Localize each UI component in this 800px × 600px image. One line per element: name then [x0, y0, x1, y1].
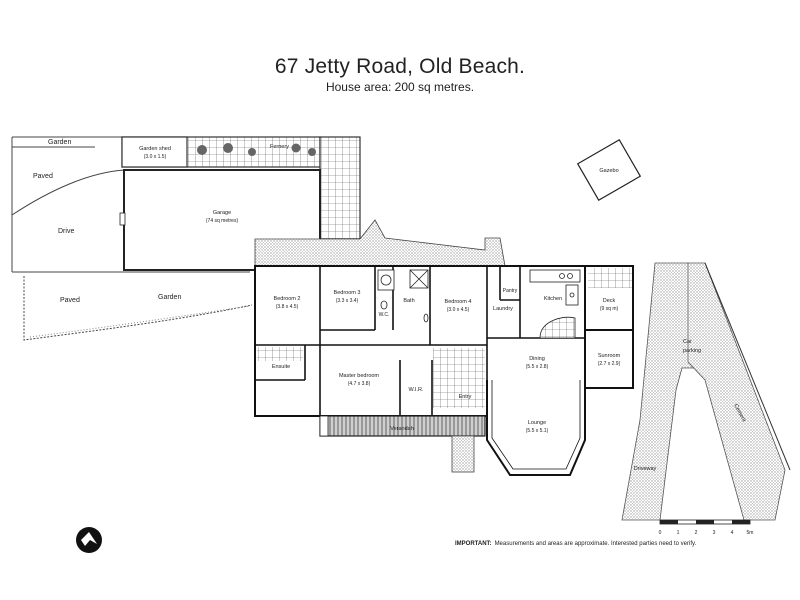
- ensuite-label: Ensuite: [272, 364, 290, 370]
- site-boundaries: [11, 136, 253, 341]
- scale-label-5: 5m: [747, 530, 754, 536]
- scale-label-2: 2: [695, 530, 698, 536]
- master-bedroom-label: Master bedroom: [339, 373, 379, 379]
- lounge-bay: [486, 380, 586, 476]
- scale-label-0: 0: [659, 530, 662, 536]
- gazebo: [576, 138, 642, 202]
- garden-bottom-label: Garden: [158, 294, 181, 301]
- paving-north: [254, 219, 506, 267]
- ensuite-tiles: [257, 347, 303, 361]
- bedroom4-label: Bedroom 4: [445, 299, 472, 305]
- bedroom3-dim: (3.3 x 3.4): [336, 298, 359, 304]
- bedroom4-dim: (3.0 x 4.5): [447, 307, 470, 313]
- garden-shed: [121, 136, 188, 168]
- verandah-label: Verandah: [390, 426, 414, 432]
- bathroom-fixtures: [377, 269, 429, 323]
- lounge-dim: (5.5 x 5.1): [526, 428, 549, 434]
- scale-label-4: 4: [731, 530, 734, 536]
- disclaimer-note: IMPORTANT:Measurements and areas are app…: [455, 541, 697, 547]
- page-title: 67 Jetty Road, Old Beach.: [274, 55, 526, 78]
- dining-dim: (5.5 x 2.8): [526, 364, 549, 370]
- disclaimer-text: Measurements and areas are approximate. …: [495, 541, 697, 547]
- garage-label: Garage: [213, 210, 231, 216]
- master-bedroom-dim: (4.7 x 3.8): [348, 381, 371, 387]
- garden-shed-label: Garden shed: [139, 146, 171, 152]
- wir-label: W.I.R.: [409, 387, 424, 393]
- laundry-label: Laundry: [493, 306, 513, 312]
- car-parking-label-2: parking: [683, 348, 701, 354]
- paved-bottom-label: Paved: [60, 297, 80, 304]
- interior-walls: [255, 266, 586, 416]
- gazebo-label: Gazebo: [599, 168, 618, 174]
- entry-label: Entry: [459, 394, 472, 400]
- kitchen-label: Kitchen: [544, 296, 562, 302]
- bedroom3-label: Bedroom 3: [334, 290, 361, 296]
- fernery-walkway: [319, 136, 361, 240]
- garage-dim: (74 sq metres): [206, 218, 239, 224]
- sunroom-dim: (2.7 x 2.9): [598, 361, 621, 367]
- bedroom2-label: Bedroom 2: [274, 296, 301, 302]
- sunroom-label: Sunroom: [598, 353, 621, 359]
- car-parking-label-1: Car: [683, 339, 692, 345]
- paved-top-label: Paved: [33, 173, 53, 180]
- fernery-label: Fernery: [270, 144, 289, 150]
- kitchen-fixtures: [529, 269, 581, 339]
- scale-label-3: 3: [713, 530, 716, 536]
- bedroom2-dim: (3.8 x 4.5): [276, 304, 299, 310]
- drive-label: Drive: [58, 228, 74, 235]
- deck-label: Deck: [603, 298, 616, 304]
- lounge-label: Lounge: [528, 420, 546, 426]
- deck-dim: (9 sq m): [600, 306, 619, 312]
- disclaimer-important: IMPORTANT:: [455, 541, 492, 547]
- entry-tiles: [433, 348, 485, 408]
- cement-area: [687, 262, 786, 521]
- fernery-plants-icon: [197, 143, 316, 156]
- garden-shed-dim: (3.0 x 1.5): [144, 154, 167, 160]
- bath-label: Bath: [403, 298, 414, 304]
- wc-label: W.C.: [379, 312, 390, 318]
- scale-label-1: 1: [677, 530, 680, 536]
- scale-bar: 0 1 2 3 4 5m: [659, 519, 754, 536]
- dining-label: Dining: [529, 356, 545, 362]
- deck-tiles: [588, 268, 632, 288]
- page-subtitle: House area: 200 sq metres.: [325, 80, 475, 94]
- steps: [451, 435, 475, 473]
- agency-logo-icon: [76, 527, 102, 553]
- pantry-label: Pantry: [503, 288, 518, 294]
- driveway-label: Driveway: [634, 466, 657, 472]
- garden-top-label: Garden: [48, 139, 71, 146]
- garage-door-marker: [119, 212, 126, 226]
